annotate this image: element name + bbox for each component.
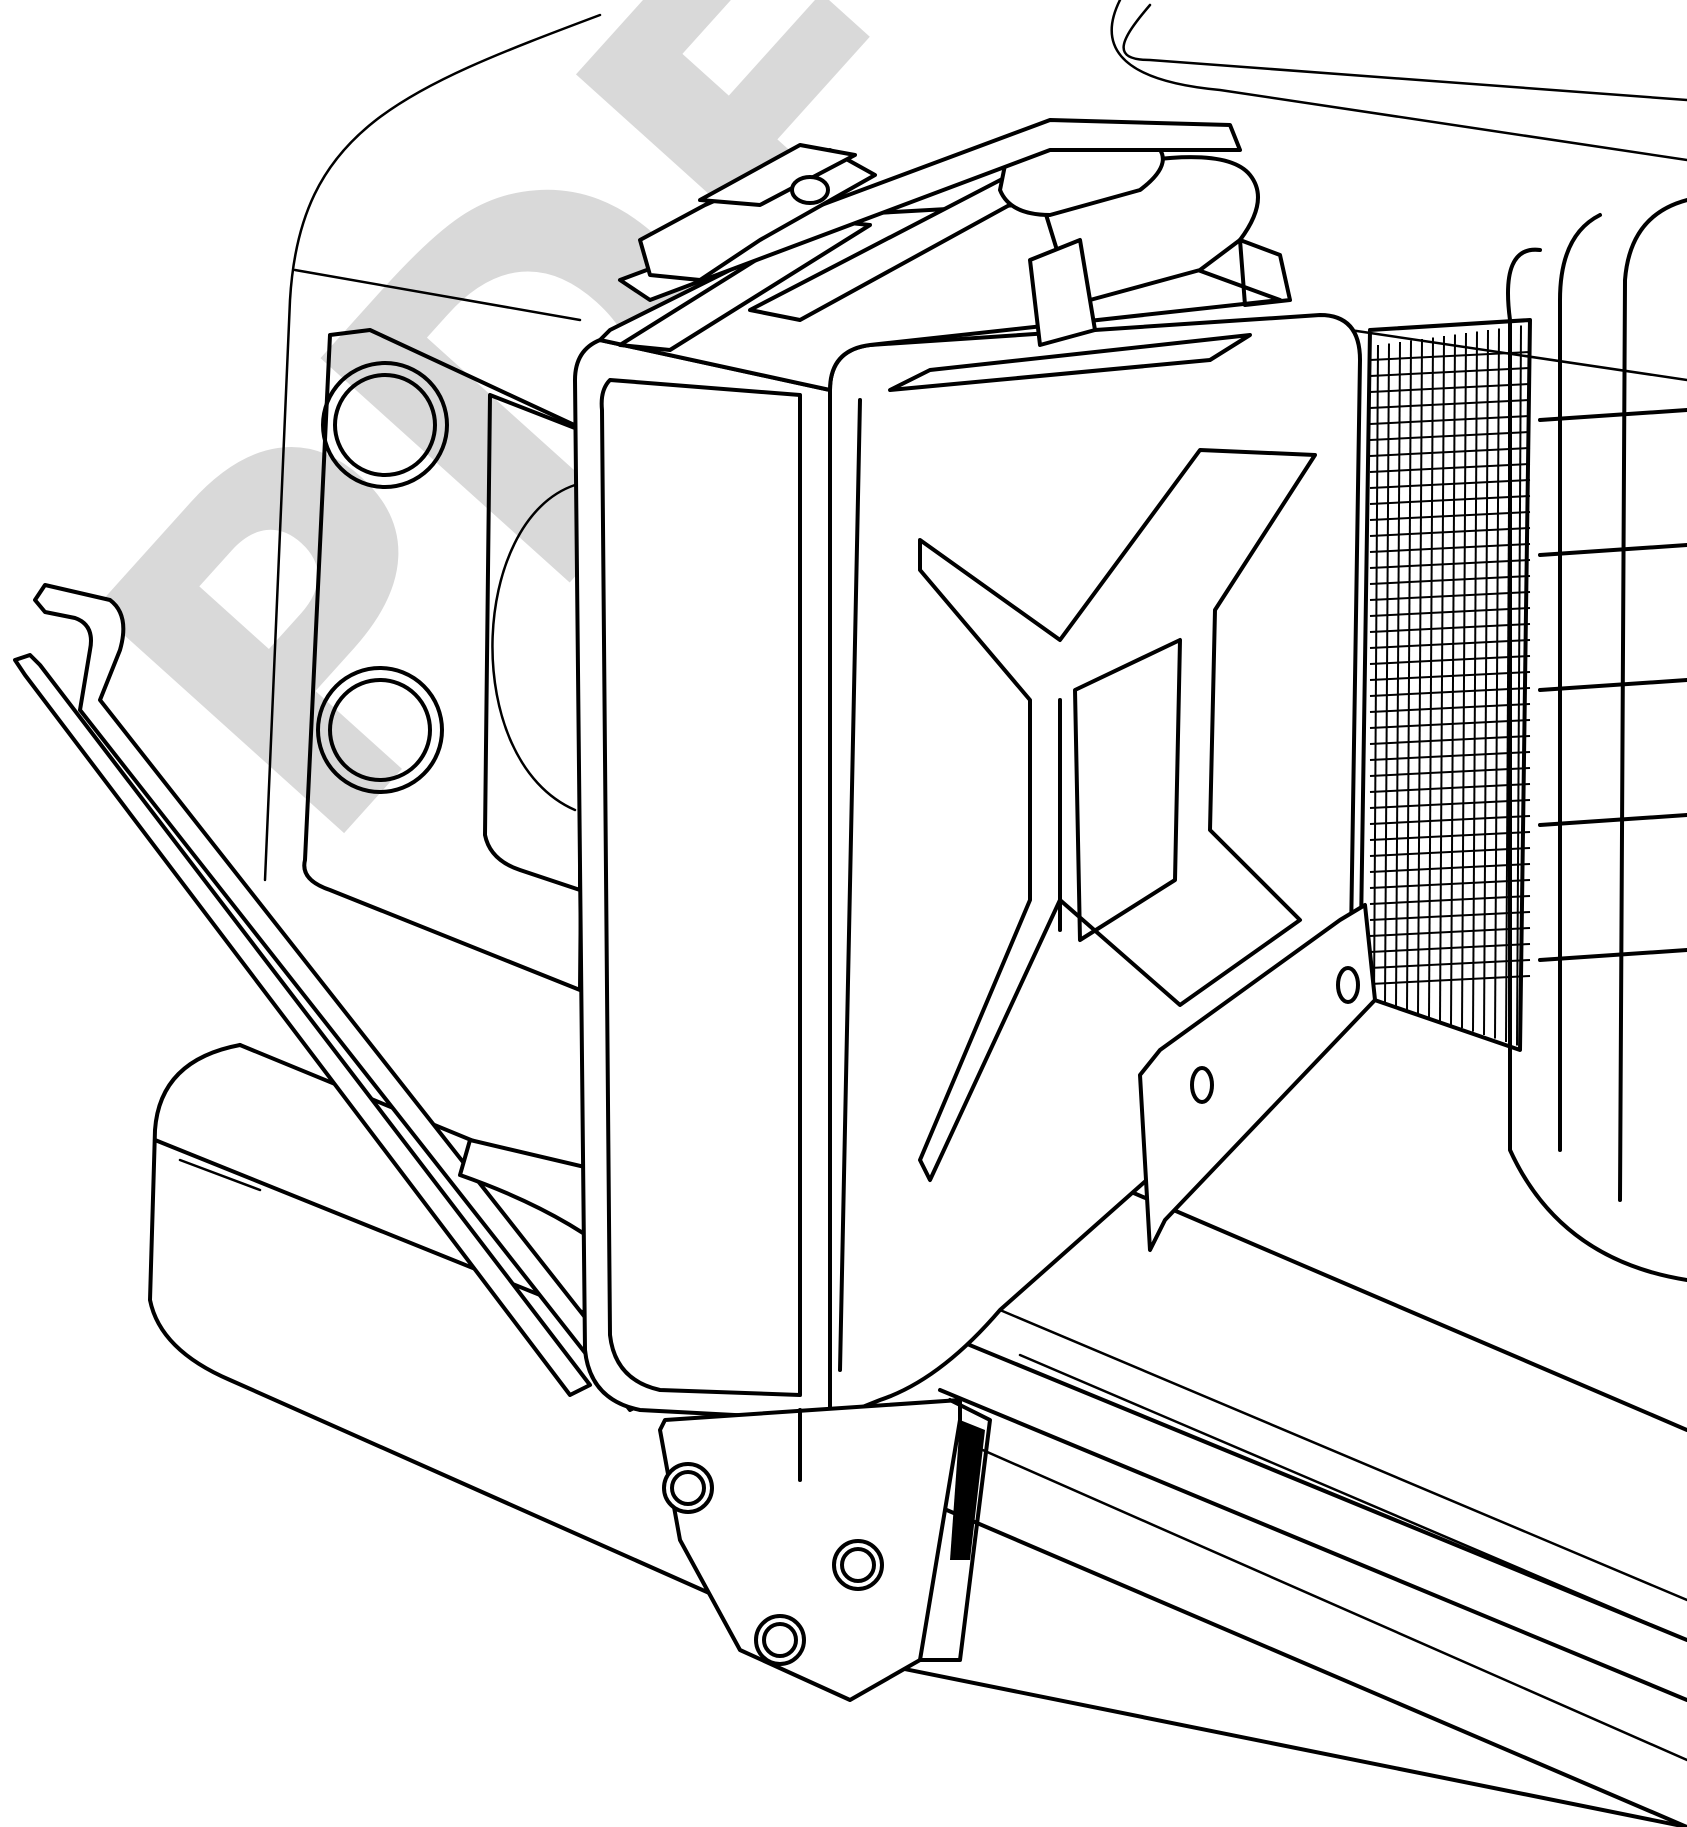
mounting-bracket <box>658 1398 992 1702</box>
grille-mesh-line <box>1369 399 1531 409</box>
grille-mesh-line <box>1369 943 1531 953</box>
grille-mesh-line <box>1369 527 1531 537</box>
grille-mesh-line <box>1369 495 1531 505</box>
bolt-head <box>762 1622 798 1658</box>
grille-mesh-line <box>1369 447 1531 457</box>
grille-mesh-line <box>1369 367 1531 377</box>
grille-mesh-line <box>1369 783 1531 793</box>
retaining-strap <box>618 118 1242 347</box>
bracket-hole <box>1336 966 1360 1004</box>
grille-mesh-line <box>1369 767 1531 777</box>
grille-mesh-line <box>1369 719 1531 729</box>
grille-mesh-line <box>1369 671 1531 681</box>
grille-mesh-line <box>1483 329 1489 1036</box>
grille-mesh-line <box>1369 959 1531 969</box>
grille-mesh-line <box>1450 334 1456 1025</box>
grille-mesh-line <box>1369 735 1531 745</box>
grille-mesh-line <box>1369 559 1531 569</box>
grille-mesh-line <box>1369 591 1531 601</box>
grille-mesh-line <box>1395 341 1401 1008</box>
grille-mesh-line <box>1369 431 1531 441</box>
grille-mesh-line <box>1369 623 1531 633</box>
grille-mesh-line <box>1369 639 1531 649</box>
grille-mesh-line <box>1369 815 1531 825</box>
grille-mesh-line <box>1369 703 1531 713</box>
grille-mesh-line <box>1369 687 1531 697</box>
carrier-bracket-side <box>1138 903 1377 1252</box>
grille-mesh-line <box>1369 751 1531 761</box>
grille-mesh-line <box>1369 415 1531 425</box>
grille-mesh-line <box>1369 799 1531 809</box>
grille-mesh-line <box>1384 343 1390 1004</box>
bracket-hole <box>1190 1066 1214 1104</box>
radiator-grille <box>1358 198 1687 1282</box>
grille-mesh-line <box>1369 975 1531 985</box>
grille-mesh-line <box>1369 895 1531 905</box>
grille-mesh-line <box>1369 575 1531 585</box>
grille-mesh-line <box>1369 351 1531 361</box>
grille-mesh-line <box>1369 911 1531 921</box>
grille-mesh-line <box>1369 879 1531 889</box>
grille-mesh-line <box>1369 607 1531 617</box>
grille-mesh-line <box>1369 863 1531 873</box>
grille-mesh-line <box>1369 479 1531 489</box>
grille-mesh-line <box>1516 325 1522 1046</box>
grille-mesh-line <box>1439 335 1445 1022</box>
grille-mesh-line <box>1373 344 1379 1001</box>
grille-mesh-line <box>1369 831 1531 841</box>
grille-mesh-line <box>1494 328 1500 1039</box>
grille-mesh-line <box>1369 847 1531 857</box>
grille-mesh-line <box>1369 655 1531 665</box>
grille-mesh-line <box>1369 511 1531 521</box>
bolt-head <box>840 1547 876 1583</box>
vehicle-body <box>263 0 1687 992</box>
grille-mesh-line <box>1369 383 1531 393</box>
bolt-head <box>670 1470 706 1506</box>
grille-mesh-line <box>1369 927 1531 937</box>
grille-mesh-line <box>1369 463 1531 473</box>
grille-mesh-line <box>1472 331 1478 1032</box>
grille-mesh-line <box>1461 332 1467 1029</box>
jerry-can <box>573 122 1362 1422</box>
grille-mesh-line <box>1369 543 1531 553</box>
grille-mesh-line <box>1406 340 1412 1011</box>
